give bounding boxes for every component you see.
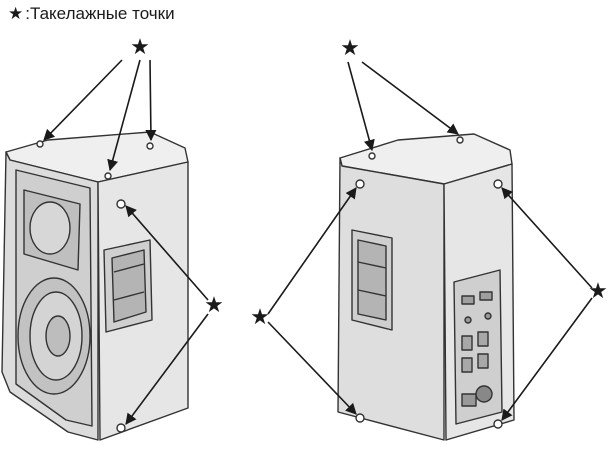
rear-speaker	[337, 133, 515, 441]
star-icon: ★	[340, 36, 360, 61]
star-icon: ★	[130, 35, 150, 60]
legend: ★ :Такелажные точки	[8, 4, 175, 24]
star-icon: ★	[588, 279, 608, 304]
star-icon: ★	[250, 305, 270, 330]
star-icon: ★	[8, 4, 24, 23]
front-markers	[43, 59, 209, 425]
rear-markers	[267, 61, 593, 421]
star-icon: ★	[204, 293, 224, 318]
legend-label: :Такелажные точки	[25, 4, 175, 23]
front-speaker	[1, 131, 189, 441]
